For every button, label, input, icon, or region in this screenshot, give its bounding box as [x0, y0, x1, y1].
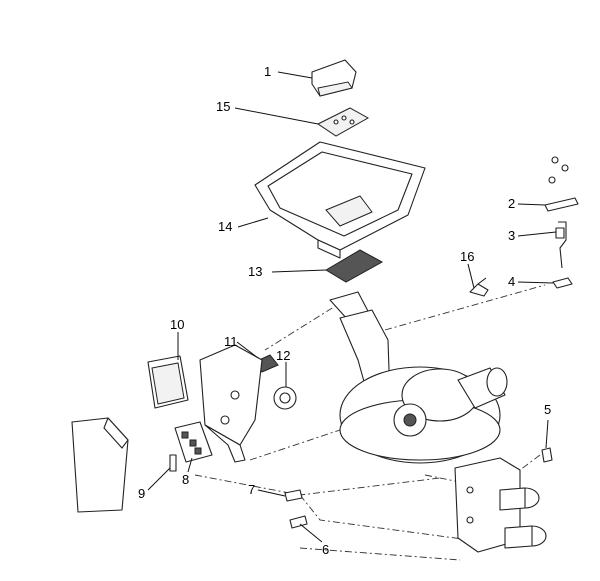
callout-16: 16	[460, 249, 474, 264]
callout-8: 8	[182, 472, 189, 487]
side-panel	[71, 417, 129, 513]
part-14-top-panel	[254, 141, 426, 259]
manifold-assembly	[454, 457, 547, 553]
callout-9: 9	[138, 486, 145, 501]
part-7-fitting	[284, 489, 303, 502]
callout-15: 15	[216, 99, 230, 114]
part-4-clip	[552, 277, 573, 289]
part-6-fitting	[289, 515, 308, 529]
callouts: 1 2 3 4 5 6 7 8 9 10 11 12 13 14 15 16	[138, 64, 551, 557]
callout-3: 3	[508, 228, 515, 243]
callout-14: 14	[218, 219, 232, 234]
part-2-bracket	[544, 156, 579, 212]
part-9-fuse	[169, 454, 177, 472]
callout-12: 12	[276, 348, 290, 363]
part-15-label	[317, 107, 370, 137]
callout-4: 4	[508, 274, 515, 289]
control-box	[199, 344, 263, 463]
callout-5: 5	[544, 402, 551, 417]
callout-10: 10	[170, 317, 184, 332]
callout-2: 2	[508, 196, 515, 211]
part-16-sensor	[469, 277, 489, 297]
part-8-terminal	[174, 421, 213, 463]
callout-7: 7	[248, 482, 255, 497]
part-1-cap	[311, 59, 357, 97]
part-5-fitting	[541, 447, 553, 463]
leader-lines	[147, 71, 557, 543]
main-blower-assembly	[329, 291, 508, 464]
part-10-board	[147, 355, 189, 409]
callout-1: 1	[264, 64, 271, 79]
callout-11: 11	[224, 334, 238, 349]
part-12-switch	[273, 386, 297, 410]
part-3-harness	[555, 221, 567, 269]
callout-13: 13	[248, 264, 262, 279]
part-13-grille	[325, 249, 384, 283]
callout-6: 6	[322, 542, 329, 557]
